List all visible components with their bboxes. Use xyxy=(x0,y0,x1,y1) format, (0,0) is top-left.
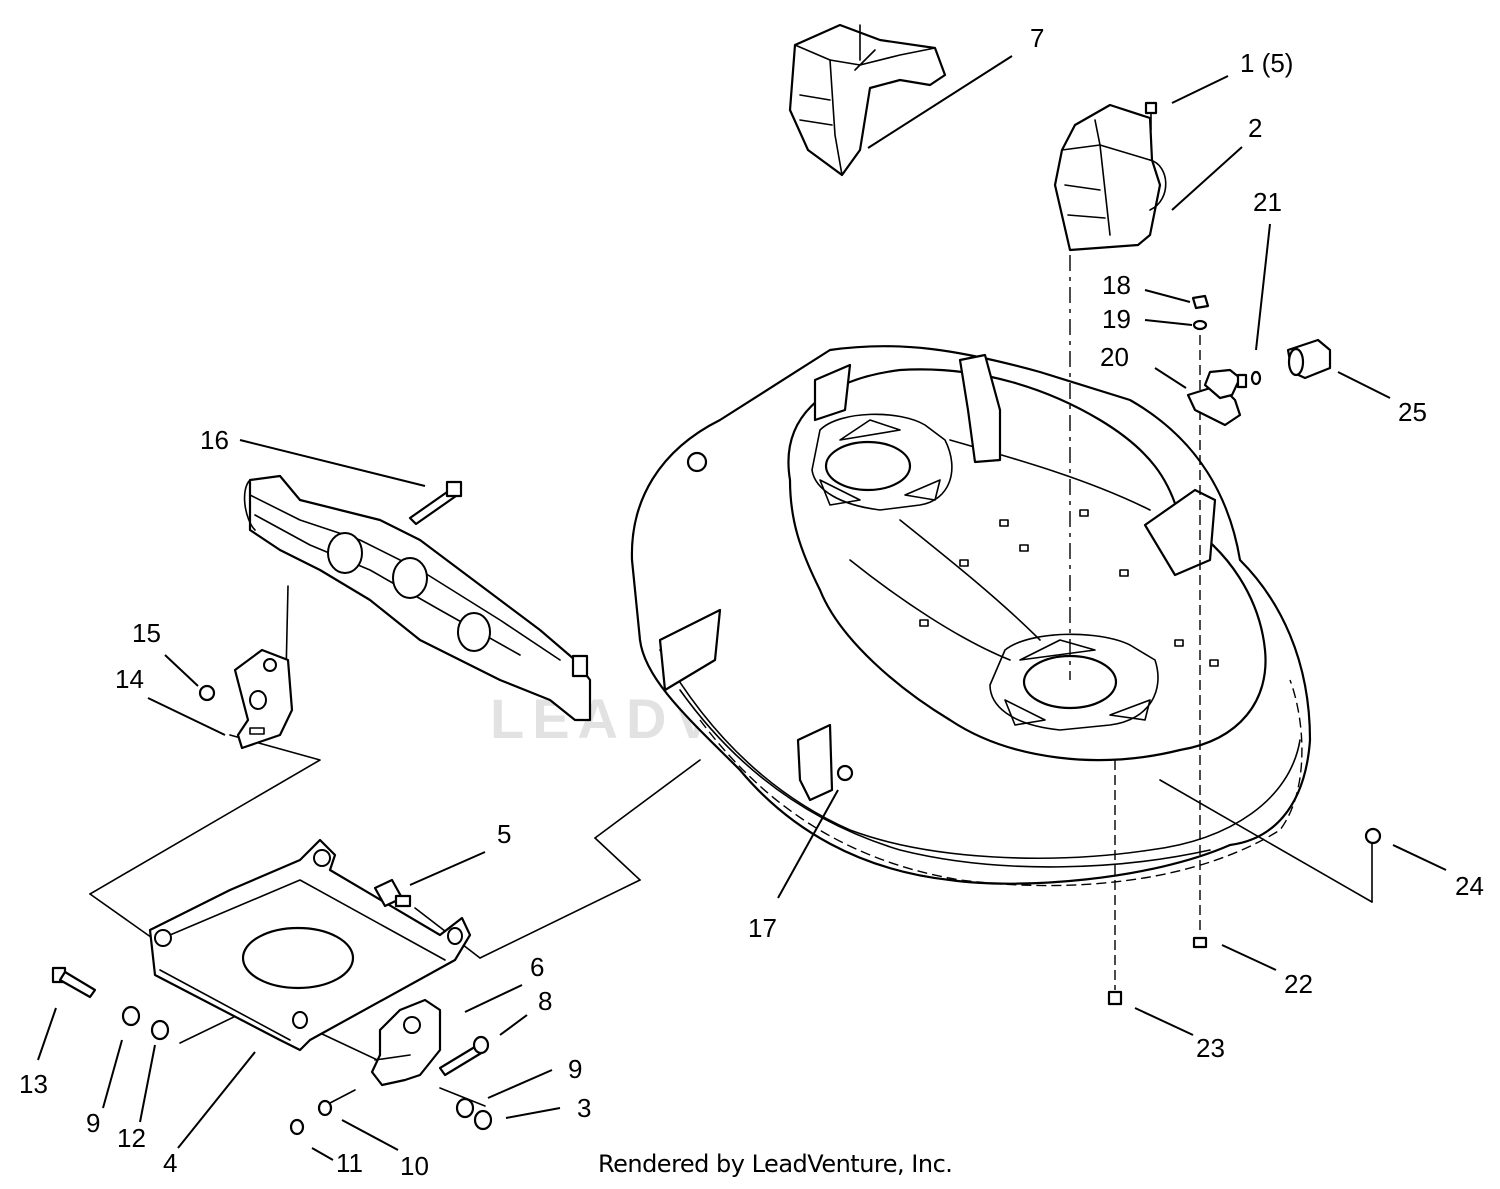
callout-label-5: 5 xyxy=(497,819,511,849)
callout-label-17: 17 xyxy=(748,913,777,943)
callout-labels: 1 (5)23456789910111213141516171819202122… xyxy=(19,23,1484,1181)
callout-label-4: 4 xyxy=(163,1148,177,1178)
callout-label-12: 12 xyxy=(117,1123,146,1153)
callout-label-21: 21 xyxy=(1253,187,1282,217)
callout-label-19: 19 xyxy=(1102,304,1131,334)
footer-credit: Rendered by LeadVenture, Inc. xyxy=(598,1150,953,1178)
leader-lines xyxy=(37,55,1447,1161)
part-20-washout-fitting xyxy=(1186,368,1262,427)
part-9-washer-left xyxy=(121,1005,141,1027)
callout-label-22: 22 xyxy=(1284,969,1313,999)
callout-label-11: 11 xyxy=(336,1148,363,1178)
part-4-hitch-plate xyxy=(148,838,472,1052)
callout-label-25: 25 xyxy=(1398,397,1427,427)
part-22-screw xyxy=(1192,936,1208,949)
callout-label-8: 8 xyxy=(538,986,552,1016)
callout-label-7: 7 xyxy=(1030,23,1044,53)
part-2-baffle xyxy=(1053,103,1167,252)
callout-label-9a: 9 xyxy=(86,1108,100,1138)
part-8-bolt xyxy=(438,1035,490,1077)
part-18-nut xyxy=(1191,294,1210,310)
part-6-bracket xyxy=(370,998,442,1087)
part-1-screw xyxy=(1144,101,1158,131)
part-24-nut xyxy=(1364,827,1382,845)
part-9-washer-right xyxy=(455,1097,475,1119)
callout-label-24: 24 xyxy=(1455,871,1484,901)
callout-label-2: 2 xyxy=(1248,113,1262,143)
part-23-bolt xyxy=(1107,990,1123,1006)
part-12-spacer xyxy=(150,1019,170,1041)
callout-label-15: 15 xyxy=(132,618,161,648)
deck-holes xyxy=(919,509,1219,667)
part-5-bolt xyxy=(373,878,412,908)
part-13-bolt xyxy=(51,966,97,999)
part-25-cap xyxy=(1286,338,1332,380)
part-10-washer xyxy=(317,1099,333,1117)
callout-label-23: 23 xyxy=(1196,1033,1225,1063)
deck-bracket-front xyxy=(658,608,722,692)
deck-bracket-left xyxy=(813,363,852,422)
deck-bracket-right xyxy=(1143,488,1217,577)
callout-label-20: 20 xyxy=(1100,342,1129,372)
part-11-nut xyxy=(289,1118,305,1136)
deck-bracket-rear xyxy=(958,353,1002,464)
part-17-nut xyxy=(836,764,854,782)
callout-label-9b: 9 xyxy=(568,1054,582,1084)
callout-label-1: 1 (5) xyxy=(1240,48,1293,78)
part-16-hitch-bar xyxy=(243,474,592,722)
callout-label-3: 3 xyxy=(577,1093,591,1123)
part-15-nut xyxy=(198,684,216,702)
callout-label-16: 16 xyxy=(200,425,229,455)
part-14-bracket xyxy=(233,648,294,750)
mower-deck-housing xyxy=(630,345,1312,887)
callout-label-6: 6 xyxy=(530,952,544,982)
callout-label-14: 14 xyxy=(115,664,144,694)
deck-mount-bracket xyxy=(796,723,834,802)
callout-label-10: 10 xyxy=(400,1151,429,1181)
callout-label-18: 18 xyxy=(1102,270,1131,300)
callout-label-13: 13 xyxy=(19,1069,48,1099)
part-19-washer xyxy=(1192,319,1208,331)
part-7-baffle xyxy=(788,23,947,177)
part-3-nut xyxy=(473,1109,493,1131)
